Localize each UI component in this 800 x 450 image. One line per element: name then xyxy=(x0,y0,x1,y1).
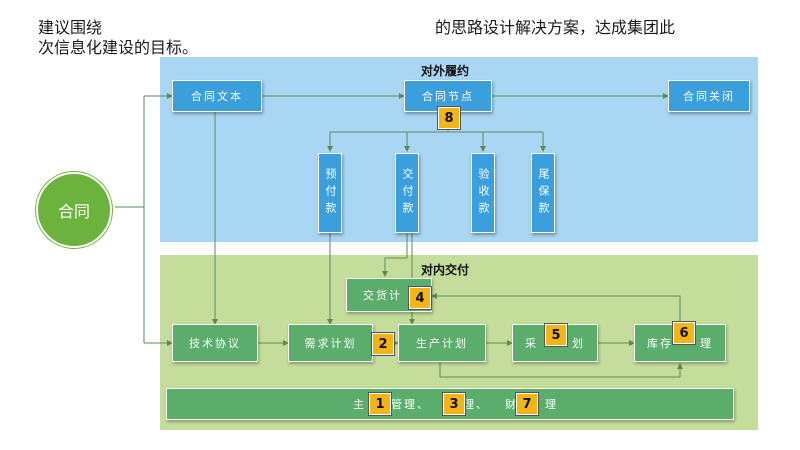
contract-node[interactable]: 合同节点 xyxy=(404,80,492,112)
retention-payment-node[interactable]: 尾保款 xyxy=(531,153,555,233)
intro-line-1-left: 建议围绕 xyxy=(38,18,103,37)
contract-circle[interactable]: 合同 xyxy=(36,172,112,248)
contract-text-node[interactable]: 合同文本 xyxy=(172,80,262,112)
bottom-bar-part-1: 主 xyxy=(353,398,366,411)
bottom-bar-part-3: 理、 xyxy=(463,398,489,411)
contract-close-node[interactable]: 合同关闭 xyxy=(668,80,750,112)
badge-1: 1 xyxy=(369,393,391,415)
intro-line-1-right: 的思路设计解决方案，达成集团此 xyxy=(435,18,676,37)
delivery-payment-node[interactable]: 交付款 xyxy=(395,153,419,233)
badge-2: 2 xyxy=(372,333,394,355)
bottom-bar-part-4: 财 xyxy=(505,398,518,411)
tech-agreement-node[interactable]: 技术协议 xyxy=(172,324,258,362)
badge-5: 5 xyxy=(545,324,567,346)
badge-6: 6 xyxy=(673,322,695,344)
external-panel-title: 对外履约 xyxy=(420,64,469,78)
acceptance-payment-node[interactable]: 验收款 xyxy=(471,153,495,233)
badge-7: 7 xyxy=(516,393,538,415)
inventory-label-start: 库存 xyxy=(647,337,673,350)
delivery-plan-label: 交货计 xyxy=(363,289,402,302)
bottom-bar-part-2: 管理、 xyxy=(391,398,430,411)
purchase-plan-label-end: 划 xyxy=(572,337,585,350)
inventory-label-end: 理 xyxy=(700,337,713,350)
internal-panel-title: 对内交付 xyxy=(420,263,469,277)
purchase-plan-label-start: 采 xyxy=(525,337,538,350)
bottom-bar-part-5: 理 xyxy=(545,398,558,411)
badge-8: 8 xyxy=(438,107,460,129)
badge-4: 4 xyxy=(409,287,431,309)
intro-line-2: 次信息化建设的目标。 xyxy=(38,38,199,57)
prepayment-node[interactable]: 预付款 xyxy=(318,153,342,233)
demand-plan-node[interactable]: 需求计划 xyxy=(288,324,373,362)
badge-3: 3 xyxy=(443,393,465,415)
production-plan-node[interactable]: 生产计划 xyxy=(398,324,486,362)
